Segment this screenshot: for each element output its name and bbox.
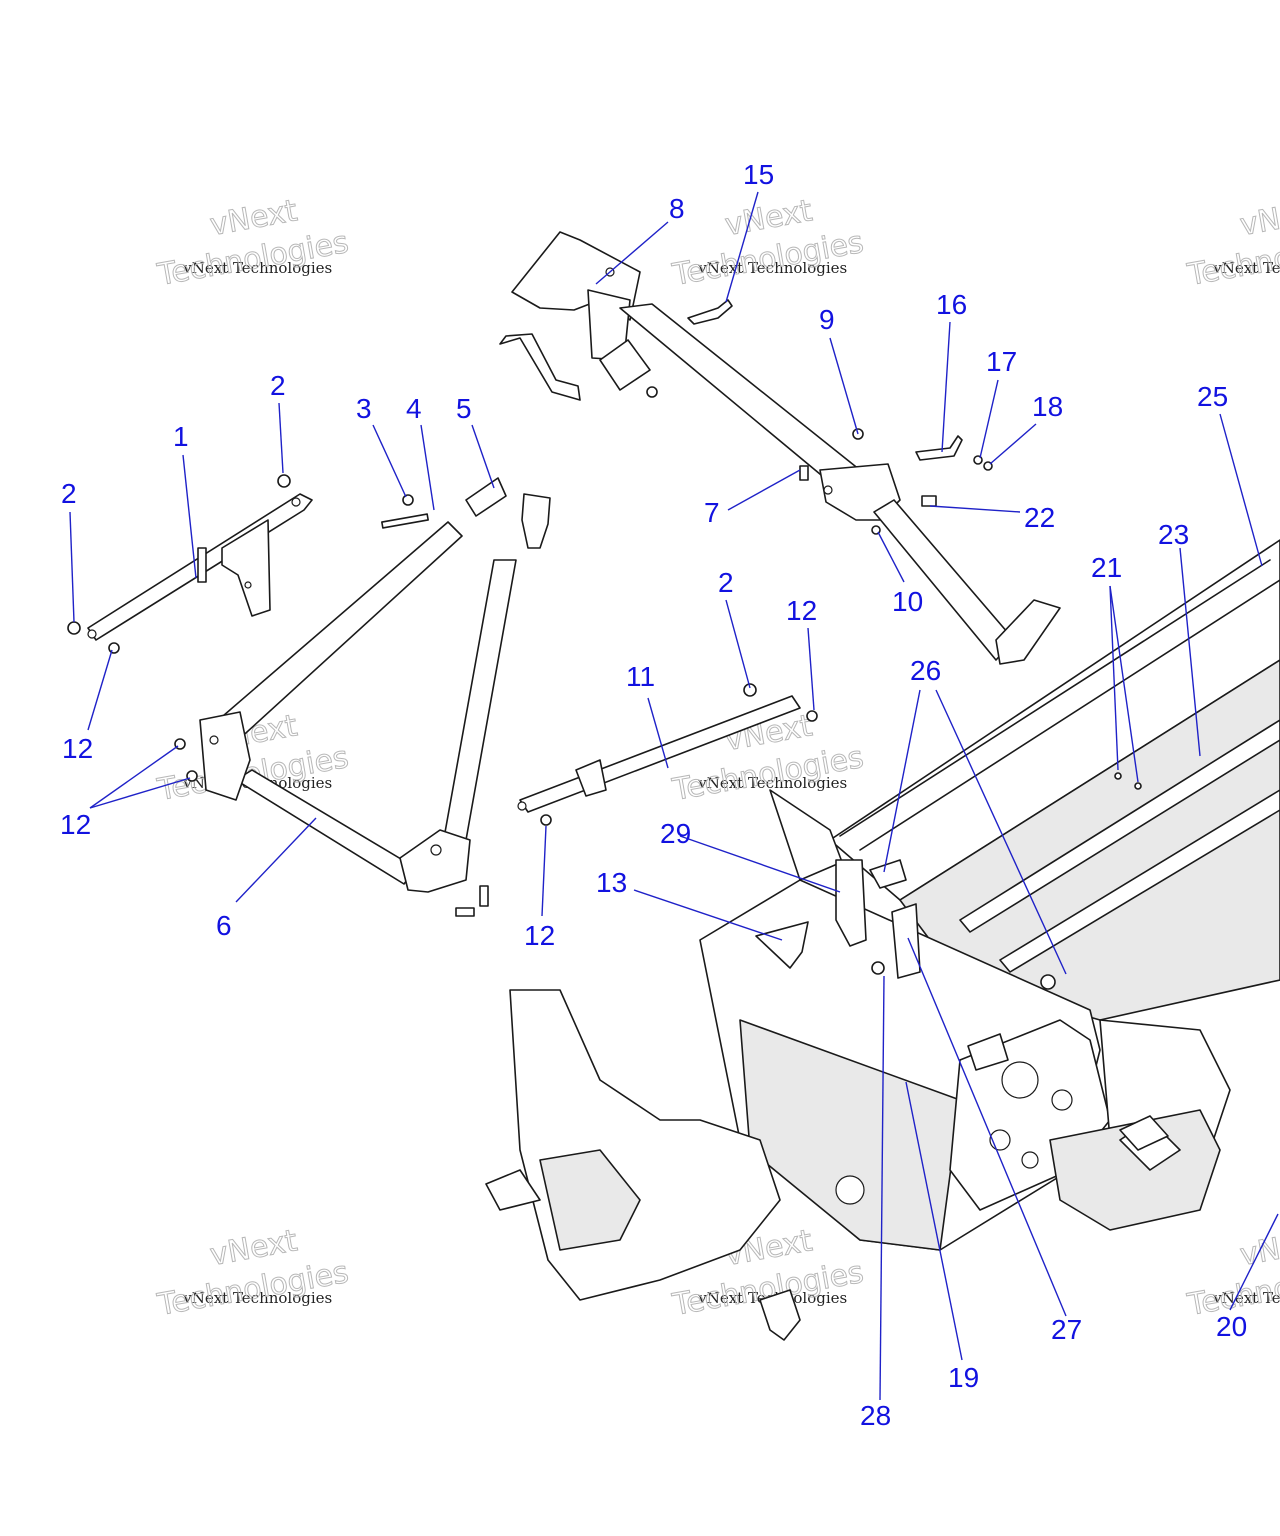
callout-4: 4 xyxy=(406,393,422,424)
callout-10: 10 xyxy=(892,586,923,617)
callout-29: 29 xyxy=(660,818,691,849)
watermark-label: vNext Technologies xyxy=(182,259,332,277)
callout-5: 5 xyxy=(456,393,472,424)
part-16-clip xyxy=(915,435,963,461)
part-6-a-frame xyxy=(199,521,517,893)
bolt-icon xyxy=(799,465,809,481)
callout-12: 12 xyxy=(786,595,817,626)
callout-25: 25 xyxy=(1197,381,1228,412)
callout-26: 26 xyxy=(910,655,941,686)
nut-icon xyxy=(67,621,81,635)
part-15-clip xyxy=(687,299,733,325)
bolt-icon xyxy=(381,513,429,529)
chassis xyxy=(485,539,1280,1341)
callout-18: 18 xyxy=(1032,391,1063,422)
callout-2: 2 xyxy=(270,370,286,401)
callout-13: 13 xyxy=(596,867,627,898)
callout-19: 19 xyxy=(948,1362,979,1393)
callout-12: 12 xyxy=(62,733,93,764)
bolt-icon xyxy=(108,642,120,654)
callout-12: 12 xyxy=(524,920,555,951)
watermark-label: vNext Technologies xyxy=(697,774,847,792)
callout-9: 9 xyxy=(819,304,835,335)
bolt-icon xyxy=(186,770,198,782)
callout-21: 21 xyxy=(1091,552,1122,583)
callout-15: 15 xyxy=(743,159,774,190)
callout-17: 17 xyxy=(986,346,1017,377)
bolt-icon xyxy=(479,885,489,907)
watermark-label: vNext Technologies xyxy=(1212,259,1280,277)
callout-16: 16 xyxy=(936,289,967,320)
watermark-vnext: vNext xyxy=(1237,1223,1280,1273)
bolt-icon xyxy=(646,386,658,398)
watermark-vnext: vNext xyxy=(1237,193,1280,243)
callout-22: 22 xyxy=(1024,502,1055,533)
leader-lines xyxy=(69,191,1279,1401)
callouts: 1 2 2 3 4 5 12 12 6 7 8 15 9 16 17 18 22… xyxy=(60,159,1247,1431)
callout-20: 20 xyxy=(1216,1311,1247,1342)
callout-12: 12 xyxy=(60,809,91,840)
part-11-brace xyxy=(517,695,801,813)
callout-2: 2 xyxy=(718,567,734,598)
callout-28: 28 xyxy=(860,1400,891,1431)
watermark-label: vNext Technologies xyxy=(1212,1289,1280,1307)
bolt-icon xyxy=(455,907,475,917)
bolt-head-icon xyxy=(402,494,414,506)
part-5-bracket xyxy=(465,477,507,517)
callout-23: 23 xyxy=(1158,519,1189,550)
nut-icon xyxy=(277,474,291,488)
part-1-brace xyxy=(87,493,313,641)
bolt-icon xyxy=(806,710,818,722)
nut-icon xyxy=(743,683,757,697)
part-22-bolt xyxy=(921,495,937,507)
callout-3: 3 xyxy=(356,393,372,424)
callout-27: 27 xyxy=(1051,1314,1082,1345)
callout-2: 2 xyxy=(61,478,77,509)
part-5-bracket-b xyxy=(521,493,551,549)
callout-11: 11 xyxy=(626,661,655,692)
callout-6: 6 xyxy=(216,910,232,941)
part-8-handlebar-support xyxy=(499,231,1061,665)
bolt-icon xyxy=(540,814,552,826)
callout-1: 1 xyxy=(173,421,189,452)
callout-8: 8 xyxy=(669,193,685,224)
callout-7: 7 xyxy=(704,497,720,528)
watermark-label: vNext Technologies xyxy=(182,1289,332,1307)
